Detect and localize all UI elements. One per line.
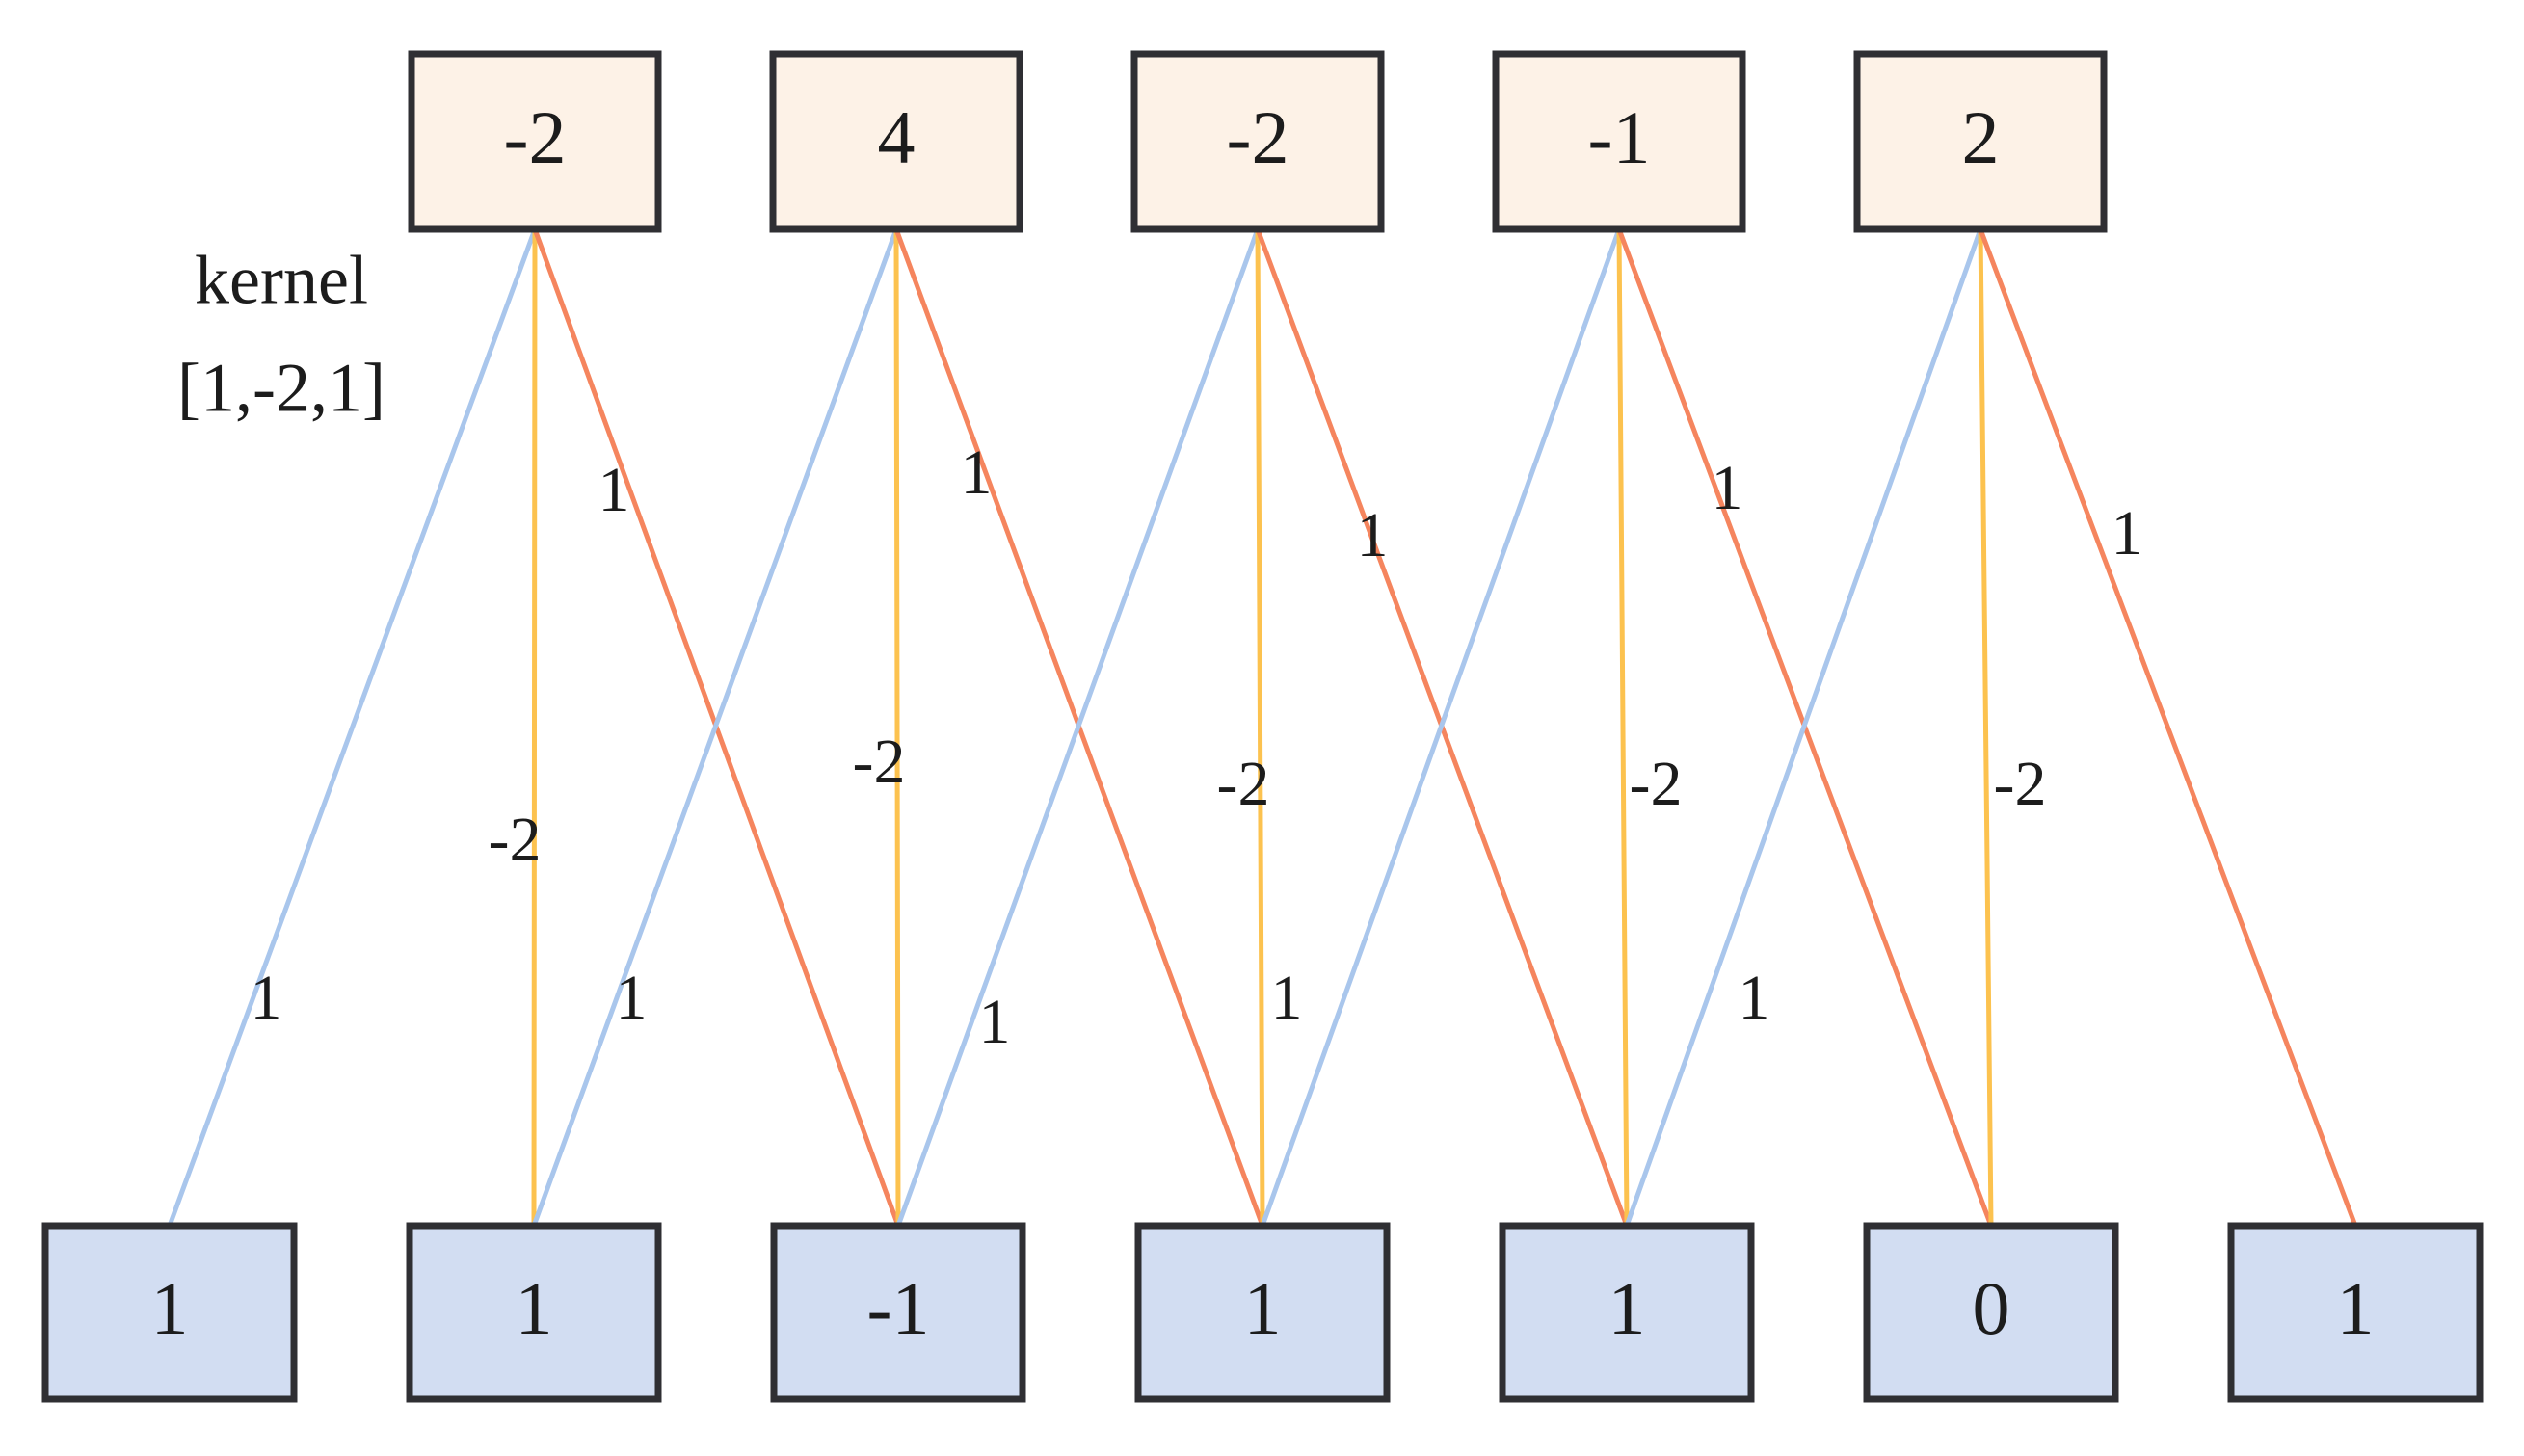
- input-node-value: 1: [1244, 1266, 1282, 1350]
- edge-left-4-to-4: [1624, 226, 1983, 1229]
- edge-weight-label: -2: [489, 805, 542, 875]
- kernel-label-line2: [1,-2,1]: [177, 350, 385, 427]
- edge-weight-label: -2: [1630, 749, 1683, 819]
- edge-weight-label: 1: [1357, 500, 1389, 570]
- edge-weight-label: -2: [1994, 749, 2047, 819]
- edge-center-1-to-2: [893, 226, 901, 1229]
- input-node-box[interactable]: [1134, 1222, 1391, 1403]
- edge-center-0-to-1: [531, 226, 538, 1229]
- input-node-value: 0: [1973, 1266, 2010, 1350]
- input-node-value: 1: [516, 1266, 553, 1350]
- input-node-box[interactable]: [1863, 1222, 2119, 1403]
- edges-layer: [167, 226, 2358, 1229]
- kernel-annotation: kernel [1,-2,1]: [177, 242, 385, 427]
- output-node-box[interactable]: [1492, 50, 1746, 233]
- edge-weight-label: 1: [979, 987, 1011, 1057]
- edge-center-2-to-3: [1255, 226, 1265, 1229]
- output-node-value: -2: [1227, 95, 1289, 179]
- output-node-value: 4: [878, 95, 916, 179]
- edge-center-3-to-4: [1616, 226, 1630, 1229]
- edge-left-2-to-2: [895, 226, 1261, 1229]
- input-node-box[interactable]: [2227, 1222, 2484, 1403]
- edge-weight-label: -2: [1217, 749, 1270, 819]
- edge-weight-label: -2: [853, 727, 906, 797]
- edge-center-4-to-5: [1978, 226, 1994, 1229]
- output-node-box[interactable]: [1130, 50, 1385, 233]
- output-node-box[interactable]: [769, 50, 1023, 233]
- input-node-box[interactable]: [1499, 1222, 1755, 1403]
- edge-right-4-to-6: [1978, 226, 2358, 1229]
- input-node-box[interactable]: [41, 1222, 298, 1403]
- edge-weight-label: 1: [251, 963, 282, 1033]
- bottom-nodes-layer: 1 1 -1 1 1 0 1: [41, 1222, 2484, 1403]
- output-node-value: -2: [504, 95, 567, 179]
- edge-labels-layer: 1 -2 1 1 -2 1 1 -2 1 1 -2 1 1 -2 1: [251, 437, 2143, 1057]
- input-node-value: 1: [151, 1266, 189, 1350]
- edge-weight-label: 1: [616, 963, 648, 1033]
- output-node-value: 2: [1962, 95, 2000, 179]
- edge-weight-label: 1: [961, 437, 993, 508]
- output-node-value: -1: [1588, 95, 1651, 179]
- edge-weight-label: 1: [1271, 963, 1303, 1033]
- output-node-box[interactable]: [408, 50, 662, 233]
- edge-left-1-to-1: [531, 226, 899, 1229]
- edge-weight-label: 1: [1712, 453, 1743, 523]
- edge-weight-label: 1: [2112, 498, 2143, 569]
- kernel-label-line1: kernel: [195, 242, 368, 319]
- output-node-box[interactable]: [1853, 50, 2108, 233]
- input-node-value: 1: [2337, 1266, 2375, 1350]
- top-nodes-layer: -2 4 -2 -1 2: [408, 50, 2108, 233]
- edge-left-3-to-3: [1260, 226, 1622, 1229]
- input-node-box[interactable]: [770, 1222, 1026, 1403]
- input-node-value: -1: [867, 1266, 930, 1350]
- edge-weight-label: 1: [1739, 963, 1770, 1033]
- input-node-box[interactable]: [406, 1222, 662, 1403]
- input-node-value: 1: [1608, 1266, 1646, 1350]
- edge-weight-label: 1: [598, 455, 630, 525]
- edge-left-0-to-0: [167, 226, 538, 1229]
